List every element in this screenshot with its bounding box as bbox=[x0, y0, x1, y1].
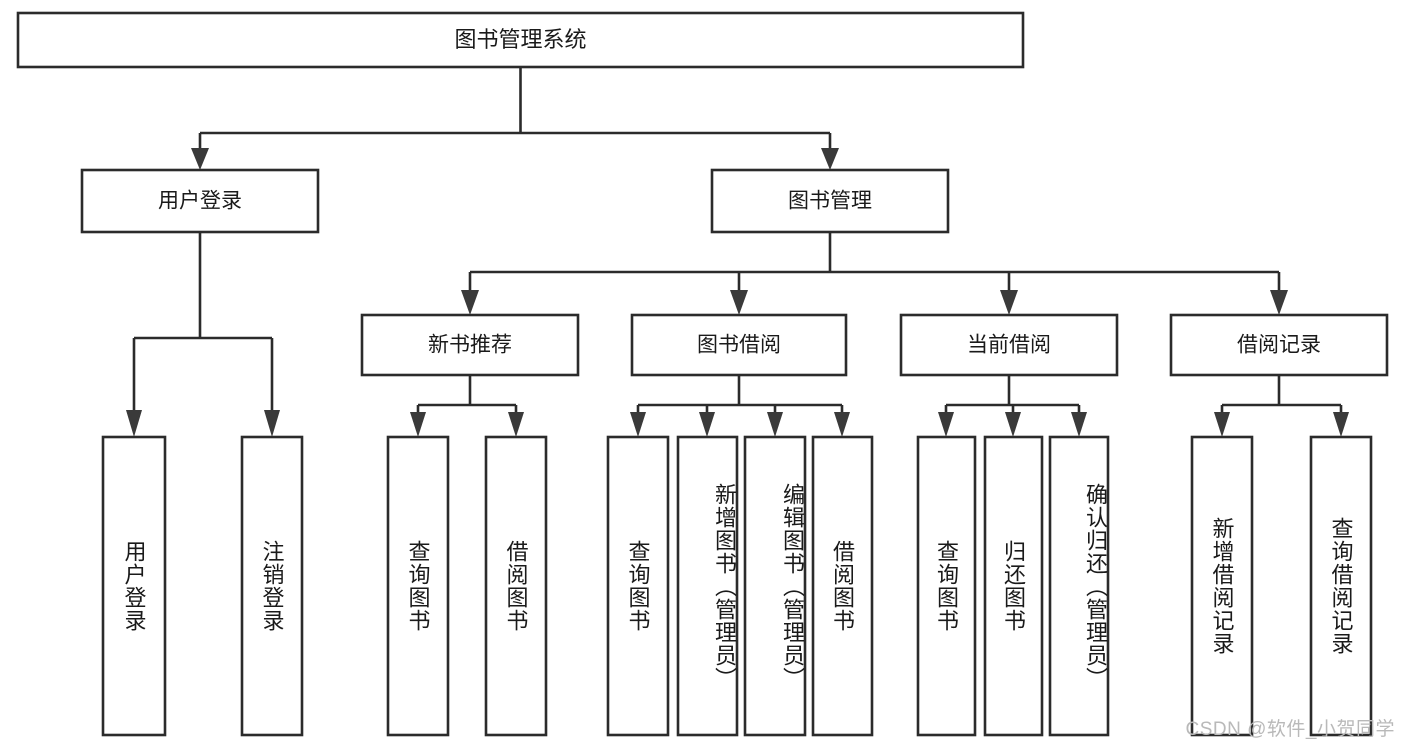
leaf-box-query-books-2[interactable] bbox=[606, 435, 670, 737]
arrow-head-icon bbox=[508, 412, 524, 437]
leaf-box-user-login[interactable] bbox=[101, 435, 167, 737]
csdn-watermark: CSDN @软件_小贺同学 bbox=[1185, 719, 1395, 740]
leaf-box-add-record[interactable] bbox=[1190, 435, 1254, 737]
connector-userlogin-to-leaves bbox=[126, 232, 280, 437]
connector-root-to-level2 bbox=[191, 67, 839, 170]
connector-newbook-to-leaves bbox=[410, 375, 524, 437]
node-user-login[interactable]: 用户登录 bbox=[80, 168, 320, 234]
leaf-box-query-books-1[interactable] bbox=[386, 435, 450, 737]
node-user-login-label: 用户登录 bbox=[158, 190, 242, 213]
leaf-box-borrow-books-2[interactable] bbox=[811, 435, 874, 737]
node-borrow-record[interactable]: 借阅记录 bbox=[1169, 313, 1389, 377]
arrow-head-icon bbox=[264, 410, 280, 437]
arrow-head-icon bbox=[410, 412, 426, 437]
node-new-book-recommend-box[interactable] bbox=[360, 313, 580, 377]
connector-record-to-leaves bbox=[1214, 375, 1349, 437]
arrow-head-icon bbox=[1214, 412, 1230, 437]
connector-bookmgmt-to-level3 bbox=[461, 232, 1288, 315]
node-book-management[interactable]: 图书管理 bbox=[710, 168, 950, 234]
arrow-head-icon bbox=[938, 412, 954, 437]
arrow-head-icon bbox=[1333, 412, 1349, 437]
arrow-head-icon bbox=[1071, 412, 1087, 437]
arrow-head-icon bbox=[1270, 290, 1288, 315]
leaf-box-query-books-3[interactable] bbox=[916, 435, 977, 737]
node-book-borrow-label: 图书借阅 bbox=[697, 334, 781, 357]
node-root-label: 图书管理系统 bbox=[454, 27, 586, 52]
arrow-head-icon bbox=[461, 290, 479, 315]
leaf-box-logout[interactable] bbox=[240, 435, 304, 737]
connector-current-to-leaves bbox=[938, 375, 1087, 437]
arrow-head-icon bbox=[191, 148, 209, 170]
node-current-borrow[interactable]: 当前借阅 bbox=[899, 313, 1119, 377]
arrow-head-icon bbox=[126, 410, 142, 437]
arrow-head-icon bbox=[1005, 412, 1021, 437]
arrow-head-icon bbox=[699, 412, 715, 437]
node-new-book-recommend[interactable]: 新书推荐 bbox=[360, 313, 580, 377]
node-book-borrow[interactable]: 图书借阅 bbox=[630, 313, 848, 377]
leaf-box-add-book-admin[interactable] bbox=[676, 435, 739, 737]
leaf-box-borrow-books-1[interactable] bbox=[484, 435, 548, 737]
arrow-head-icon bbox=[821, 148, 839, 170]
arrow-head-icon bbox=[730, 290, 748, 315]
arrow-head-icon bbox=[767, 412, 783, 437]
leaf-box-return-books[interactable] bbox=[983, 435, 1044, 737]
arrow-head-icon bbox=[1000, 290, 1018, 315]
node-root-box[interactable] bbox=[16, 11, 1025, 69]
node-borrow-record-box[interactable] bbox=[1169, 313, 1389, 377]
node-book-borrow-box[interactable] bbox=[630, 313, 848, 377]
arrow-head-icon bbox=[834, 412, 850, 437]
node-current-borrow-label: 当前借阅 bbox=[967, 334, 1051, 357]
node-root[interactable]: 图书管理系统 bbox=[16, 11, 1025, 69]
node-borrow-record-label: 借阅记录 bbox=[1237, 334, 1321, 357]
leaf-box-confirm-return[interactable] bbox=[1048, 435, 1110, 737]
arrow-head-icon bbox=[630, 412, 646, 437]
node-book-management-label: 图书管理 bbox=[788, 190, 872, 213]
node-book-management-box[interactable] bbox=[710, 168, 950, 234]
node-user-login-box[interactable] bbox=[80, 168, 320, 234]
leaf-box-edit-book-admin[interactable] bbox=[743, 435, 807, 737]
node-current-borrow-box[interactable] bbox=[899, 313, 1119, 377]
connector-borrow-to-leaves bbox=[630, 375, 850, 437]
leaf-box-query-record[interactable] bbox=[1309, 435, 1373, 737]
node-new-book-recommend-label: 新书推荐 bbox=[428, 334, 512, 357]
